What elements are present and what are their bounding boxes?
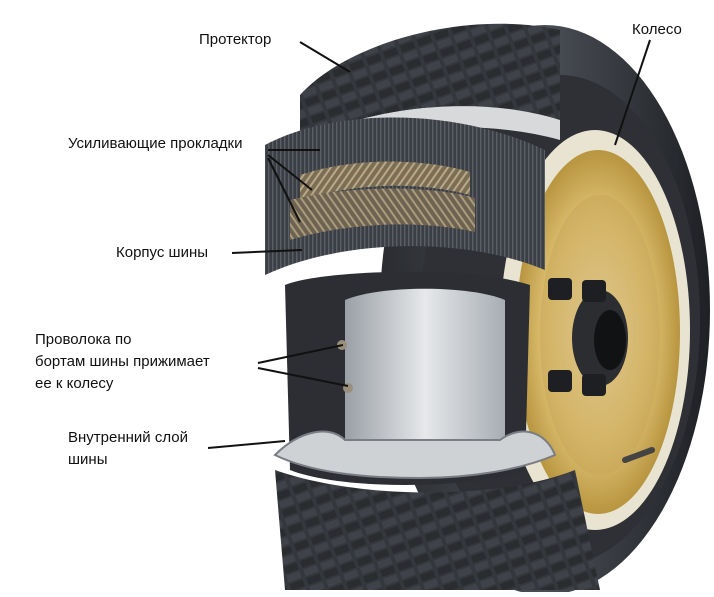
leader-bead-lower xyxy=(257,367,349,387)
leader-lines xyxy=(207,39,651,449)
leader-bead-upper xyxy=(257,344,344,364)
tire-inner-cavity xyxy=(285,271,530,485)
leader-plies-c xyxy=(267,157,301,223)
leader-body xyxy=(231,249,303,254)
tread-band-bottom xyxy=(275,470,600,590)
label-reinforcing-plies: Усиливающие прокладки xyxy=(68,135,243,152)
label-tread: Протектор xyxy=(199,31,272,48)
label-bead-wire-line1: Проволока по xyxy=(35,331,132,348)
wheel-rim xyxy=(500,130,690,530)
label-wheel: Колесо xyxy=(632,21,682,38)
leader-inner-liner xyxy=(207,440,286,449)
leader-wheel xyxy=(614,39,651,146)
label-bead-wire-line2: бортам шины прижимает xyxy=(35,353,210,370)
reinforcing-ply-lower xyxy=(290,188,475,240)
label-inner-liner-line1: Внутренний слой xyxy=(68,429,188,446)
leader-plies-b xyxy=(267,154,313,191)
reinforcing-ply-upper xyxy=(300,161,470,200)
label-inner-liner-line2: шины xyxy=(68,451,108,468)
leader-tread xyxy=(299,41,351,73)
label-bead-wire-line3: ее к колесу xyxy=(35,375,114,392)
tread-band-top xyxy=(300,23,560,140)
tire-body-cutaway xyxy=(265,117,545,275)
inner-liner xyxy=(273,430,557,480)
label-tire-body: Корпус шины xyxy=(116,244,209,261)
